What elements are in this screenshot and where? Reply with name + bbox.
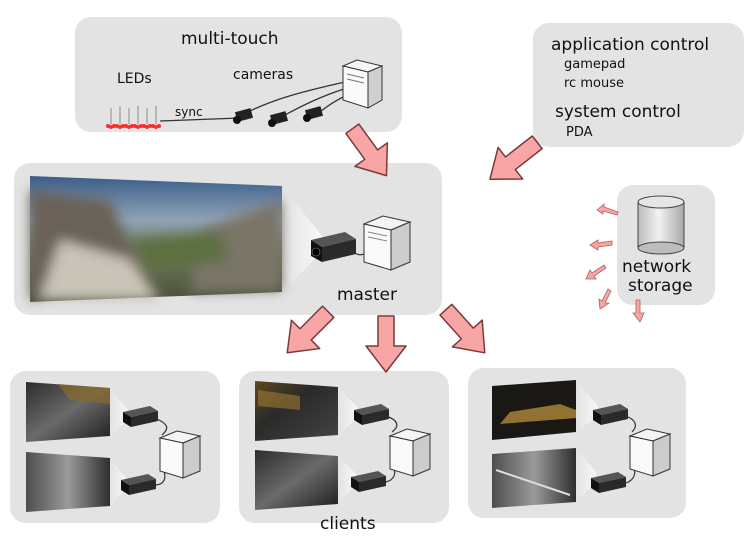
master-projector-beam bbox=[282, 186, 322, 292]
camera-icon bbox=[233, 106, 324, 127]
leds-label: LEDs bbox=[117, 71, 152, 87]
client-2-projector-icons bbox=[351, 404, 389, 492]
sync-label: sync bbox=[175, 105, 203, 119]
arrow-master-to-client-3 bbox=[439, 303, 486, 354]
client-3-projector-icons bbox=[591, 404, 628, 493]
network-storage-label-line1: network bbox=[622, 257, 692, 277]
client-1-projector-icons bbox=[121, 406, 158, 495]
client-2-projector-beams bbox=[338, 387, 358, 504]
network-storage-label-line2: storage bbox=[628, 276, 693, 296]
clients-label: clients bbox=[320, 514, 376, 534]
client-2-display-top bbox=[255, 381, 338, 441]
client-3-pc-icon bbox=[628, 428, 672, 477]
client-3-display-bottom bbox=[492, 448, 576, 508]
multi-touch-title: multi-touch bbox=[181, 29, 279, 49]
projector-icon bbox=[311, 232, 356, 262]
arrow-multitouch-to-master bbox=[345, 123, 389, 177]
application-item-rc-mouse: rc mouse bbox=[564, 76, 624, 91]
system-control-title: system control bbox=[555, 102, 681, 122]
master-display-image bbox=[30, 176, 282, 302]
storage-small-arrows bbox=[585, 203, 645, 323]
system-item-pda: PDA bbox=[566, 125, 593, 140]
arrow-control-to-master bbox=[489, 135, 543, 180]
database-cylinder-icon bbox=[637, 195, 685, 255]
client-1-display-bottom bbox=[26, 452, 110, 512]
application-item-gamepad: gamepad bbox=[564, 57, 626, 72]
control-panel bbox=[533, 23, 744, 147]
client-1-display-top bbox=[26, 382, 110, 442]
client-2-display-bottom bbox=[255, 450, 338, 510]
client-3-projector-beams bbox=[576, 380, 598, 502]
application-control-title: application control bbox=[551, 35, 710, 55]
master-pc-icon bbox=[362, 215, 412, 271]
master-label: master bbox=[337, 285, 397, 305]
arrow-master-to-client-2 bbox=[365, 315, 407, 373]
tracking-pc-icon bbox=[341, 59, 384, 109]
client-1-projector-beams bbox=[110, 388, 128, 506]
led-array bbox=[106, 106, 161, 129]
arrow-master-to-client-1 bbox=[286, 305, 335, 354]
client-2-pc-icon bbox=[388, 428, 432, 477]
client-1-pc-icon bbox=[158, 430, 202, 479]
client-3-display-top bbox=[492, 380, 576, 440]
cameras-label: cameras bbox=[233, 67, 294, 83]
